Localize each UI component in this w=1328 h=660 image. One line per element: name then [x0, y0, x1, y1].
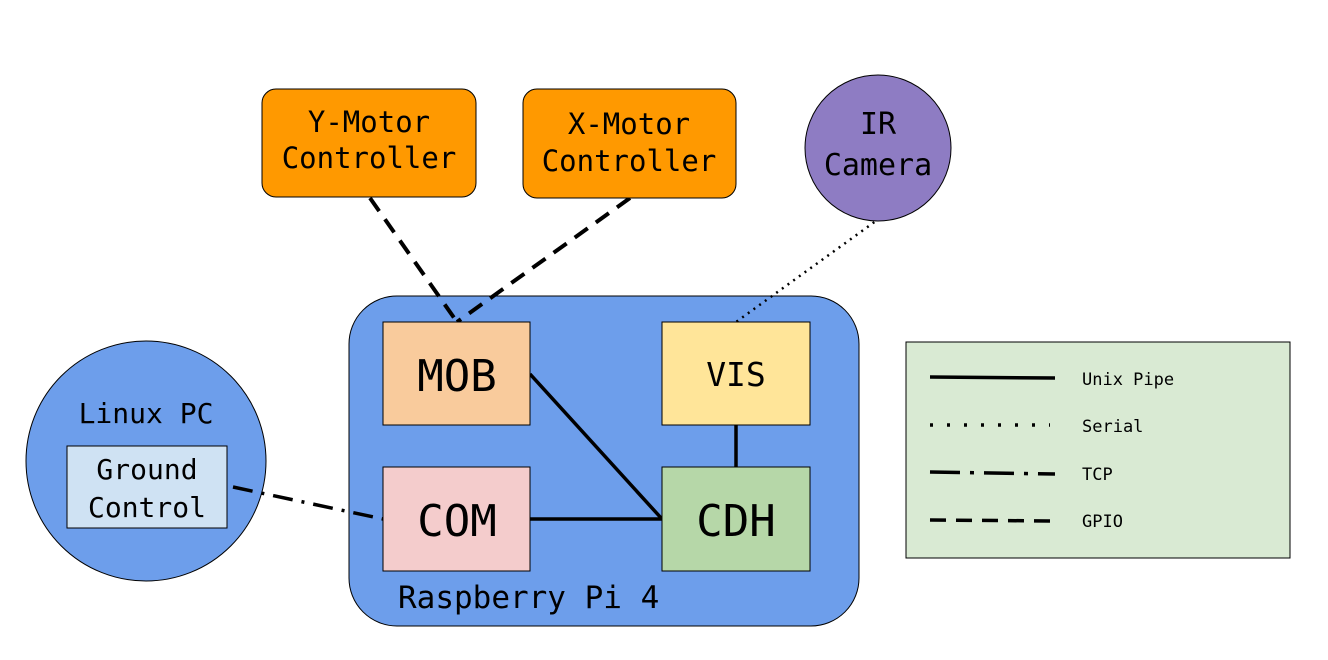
legend-label-serial: Serial — [1082, 417, 1143, 437]
legend-label-gpio: GPIO — [1082, 512, 1123, 532]
y-motor-node: Y-Motor Controller — [261, 88, 477, 198]
mob-label: MOB — [417, 351, 496, 402]
vis-node: VIS — [661, 321, 811, 426]
x-motor-label-line2: Controller — [542, 144, 717, 178]
legend-dashed-line — [929, 518, 1057, 523]
mob-box — [382, 321, 531, 426]
legend-label-tcp: TCP — [1082, 465, 1113, 485]
cdh-node: CDH — [661, 466, 811, 572]
vis-box — [661, 321, 811, 426]
cdh-box — [661, 466, 811, 572]
vis-label: VIS — [706, 355, 766, 394]
com-label: COM — [417, 496, 496, 547]
mob-node: MOB — [382, 321, 531, 426]
legend-dash-dot-line — [929, 470, 1056, 476]
raspberry-pi-label: Raspberry Pi 4 — [398, 580, 659, 616]
ir-camera-circle — [804, 74, 952, 222]
ground-control-box — [66, 445, 228, 529]
y-motor-label-line2: Controller — [282, 141, 457, 175]
edge-mob-cdh — [528, 372, 664, 521]
edges — [232, 196, 881, 521]
com-node: COM — [382, 466, 531, 572]
ground-control-label-line2: Control — [88, 491, 206, 524]
cdh-label: CDH — [696, 496, 775, 547]
ir-camera-label-line1: IR — [860, 107, 897, 142]
x-motor-box — [522, 88, 737, 199]
com-box — [382, 466, 531, 572]
legend: Unix Pipe Serial TCP GPIO — [905, 341, 1291, 559]
ir-camera-node: IR Camera — [804, 74, 952, 222]
linux-pc-label: Linux PC — [79, 397, 214, 430]
x-motor-node: X-Motor Controller — [522, 88, 737, 199]
edge-ground-control-com — [232, 485, 384, 521]
legend-solid-line — [929, 375, 1056, 380]
linux-pc-node: Linux PC Ground Control — [25, 340, 267, 582]
y-motor-box — [261, 88, 477, 198]
y-motor-label-line1: Y-Motor — [308, 105, 430, 139]
edge-ir-camera-vis — [735, 216, 881, 324]
ir-camera-label-line2: Camera — [824, 148, 932, 183]
edge-x-motor-mob — [455, 196, 632, 324]
legend-label-unix-pipe: Unix Pipe — [1082, 370, 1174, 390]
ground-control-label-line1: Ground — [96, 453, 197, 486]
x-motor-label-line1: X-Motor — [568, 107, 690, 141]
